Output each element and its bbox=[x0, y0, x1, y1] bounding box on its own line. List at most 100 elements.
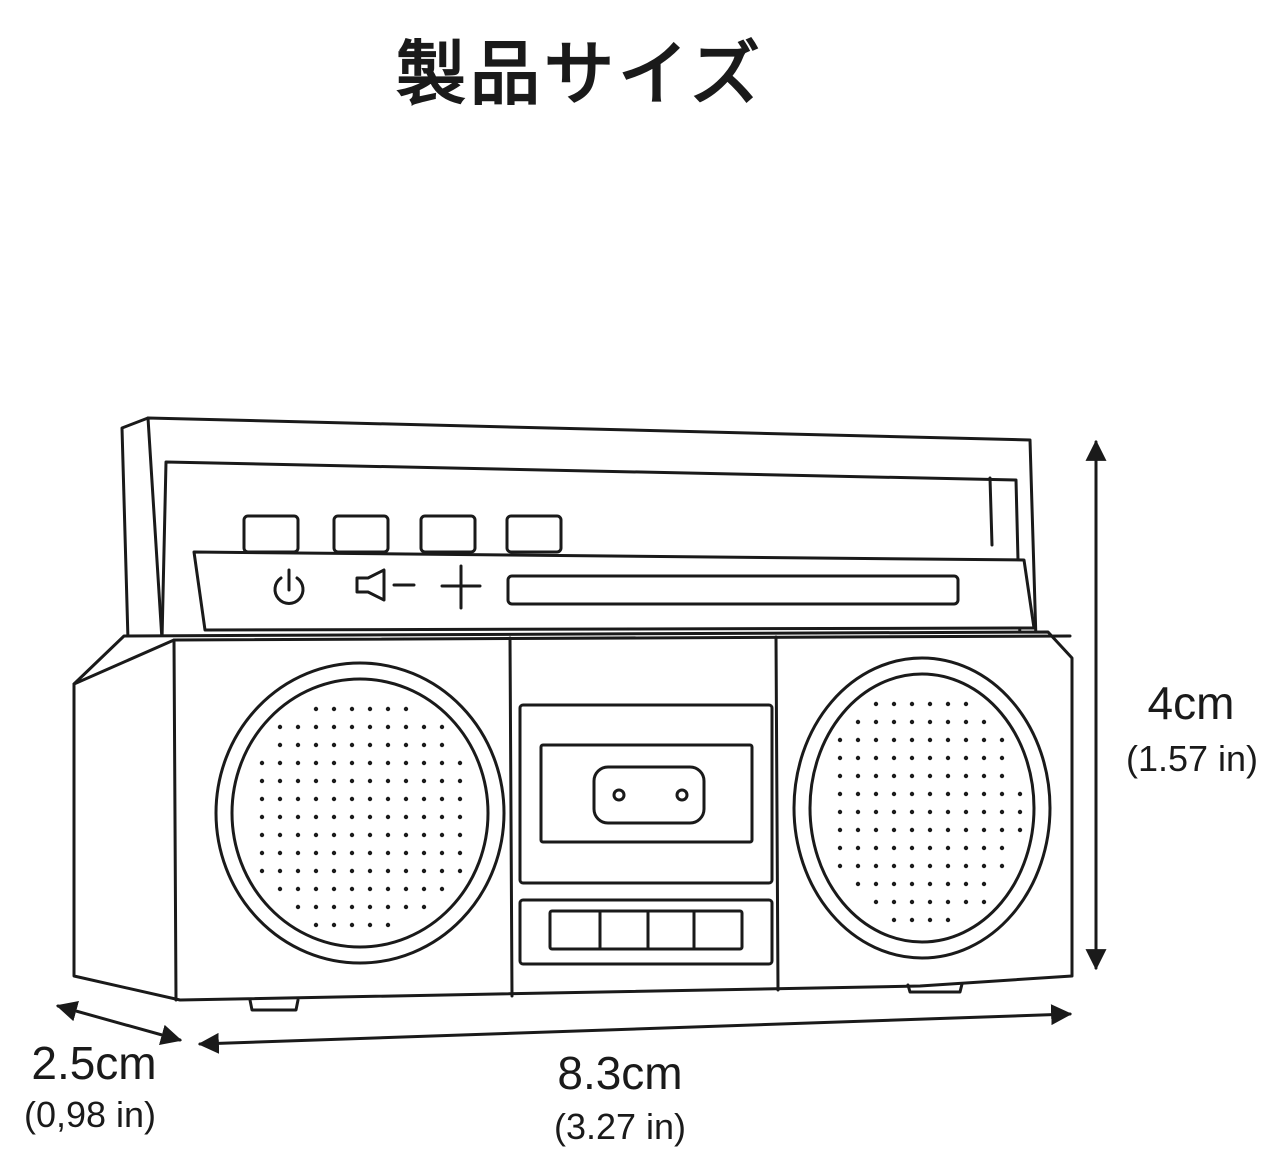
speaker-grille-right bbox=[837, 701, 1023, 923]
grille-dot bbox=[999, 845, 1005, 851]
cassette-deck bbox=[518, 703, 774, 885]
grille-dot bbox=[313, 850, 319, 856]
grille-dot bbox=[367, 724, 373, 730]
grille-dot bbox=[259, 868, 265, 874]
grille-dot bbox=[421, 850, 427, 856]
grille-dot bbox=[927, 755, 933, 761]
grille-dot bbox=[277, 742, 283, 748]
grille-dot bbox=[277, 832, 283, 838]
grille-dot bbox=[313, 832, 319, 838]
grille-dot bbox=[295, 886, 301, 892]
grille-dot bbox=[421, 904, 427, 910]
grille-dot bbox=[349, 724, 355, 730]
grille-dot bbox=[385, 760, 391, 766]
grille-dot bbox=[367, 814, 373, 820]
grille-dot bbox=[331, 886, 337, 892]
grille-dot bbox=[855, 737, 861, 743]
grille-dot bbox=[277, 778, 283, 784]
grille-dot bbox=[439, 778, 445, 784]
grille-dot bbox=[349, 814, 355, 820]
grille-dot bbox=[909, 719, 915, 725]
grille-dot bbox=[981, 773, 987, 779]
grille-dot bbox=[909, 701, 915, 707]
grille-dot bbox=[891, 845, 897, 851]
grille-dot bbox=[403, 724, 409, 730]
grille-dot bbox=[891, 863, 897, 869]
grille-dot bbox=[891, 899, 897, 905]
grille-dot bbox=[367, 886, 373, 892]
grille-dot bbox=[837, 773, 843, 779]
grille-dot bbox=[331, 796, 337, 802]
grille-dot bbox=[927, 791, 933, 797]
body bbox=[72, 630, 1074, 1012]
grille-dot bbox=[945, 917, 951, 923]
grille-dot bbox=[421, 778, 427, 784]
height-metric-label: 4cm bbox=[1147, 677, 1235, 729]
volume-up-icon bbox=[440, 564, 482, 610]
grille-dot bbox=[909, 845, 915, 851]
grille-dot bbox=[439, 814, 445, 820]
grille-dot bbox=[349, 832, 355, 838]
grille-dot bbox=[313, 724, 319, 730]
grille-dot bbox=[999, 827, 1005, 833]
grille-dot bbox=[999, 773, 1005, 779]
grille-dot bbox=[313, 760, 319, 766]
grille-dot bbox=[367, 850, 373, 856]
width-metric-label: 8.3cm bbox=[557, 1047, 683, 1099]
grille-dot bbox=[295, 832, 301, 838]
grille-dot bbox=[855, 827, 861, 833]
grille-dot bbox=[367, 904, 373, 910]
grille-dot bbox=[837, 827, 843, 833]
grille-dot bbox=[963, 899, 969, 905]
grille-dot bbox=[385, 904, 391, 910]
grille-dot bbox=[367, 832, 373, 838]
grille-dot bbox=[421, 814, 427, 820]
grille-dot bbox=[349, 742, 355, 748]
grille-dot bbox=[909, 809, 915, 815]
grille-dot bbox=[277, 886, 283, 892]
grille-dot bbox=[873, 701, 879, 707]
grille-dot bbox=[403, 886, 409, 892]
grille-dot bbox=[999, 755, 1005, 761]
grille-dot bbox=[349, 850, 355, 856]
grille-dot bbox=[945, 881, 951, 887]
grille-dot bbox=[349, 868, 355, 874]
grille-dot bbox=[855, 755, 861, 761]
grille-dot bbox=[259, 850, 265, 856]
display-slot bbox=[506, 574, 960, 606]
grille-dot bbox=[963, 791, 969, 797]
height-imperial-label: (1.57 in) bbox=[1125, 738, 1259, 779]
grille-dot bbox=[981, 899, 987, 905]
grille-dot bbox=[873, 827, 879, 833]
grille-dot bbox=[439, 850, 445, 856]
grille-dot bbox=[331, 904, 337, 910]
grille-dot bbox=[927, 701, 933, 707]
grille-dot bbox=[385, 814, 391, 820]
grille-dot bbox=[385, 706, 391, 712]
cassette-window bbox=[539, 743, 754, 844]
grille-dot bbox=[277, 724, 283, 730]
grille-dot bbox=[457, 814, 463, 820]
grille-dot bbox=[439, 724, 445, 730]
grille-dot bbox=[981, 755, 987, 761]
grille-dot bbox=[855, 863, 861, 869]
grille-dot bbox=[873, 863, 879, 869]
grille-dot bbox=[457, 760, 463, 766]
grille-dot bbox=[457, 868, 463, 874]
grille-dot bbox=[963, 755, 969, 761]
grille-dot bbox=[963, 719, 969, 725]
grille-dot bbox=[873, 755, 879, 761]
grille-dot bbox=[1017, 791, 1023, 797]
grille-dot bbox=[945, 791, 951, 797]
grille-dot bbox=[927, 863, 933, 869]
grille-dot bbox=[277, 868, 283, 874]
grille-dot bbox=[313, 778, 319, 784]
grille-dot bbox=[331, 922, 337, 928]
grille-dot bbox=[403, 796, 409, 802]
top-button-3 bbox=[419, 514, 477, 554]
grille-dot bbox=[295, 868, 301, 874]
grille-dot bbox=[981, 881, 987, 887]
grille-dot bbox=[367, 706, 373, 712]
depth-imperial-label: (0,98 in) bbox=[23, 1094, 157, 1135]
